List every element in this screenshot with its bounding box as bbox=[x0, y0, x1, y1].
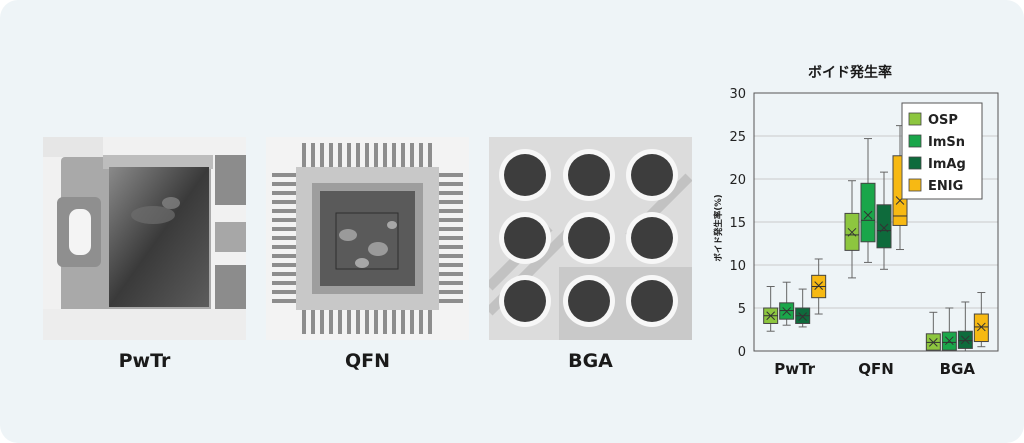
box-OSP-PwTr bbox=[763, 286, 779, 332]
y-tick-labels: 0 5 10 15 20 25 30 bbox=[729, 87, 746, 360]
box-ImAg-BGA bbox=[957, 301, 973, 352]
y-axis-label: ボイド発生率(%) bbox=[713, 194, 724, 261]
x-tick-label: PwTr bbox=[774, 360, 815, 378]
box-ImSn-QFN bbox=[860, 138, 876, 263]
box-ImAg-PwTr bbox=[795, 288, 811, 328]
legend-swatch bbox=[908, 156, 922, 170]
plot-frame bbox=[753, 92, 999, 352]
legend-swatch bbox=[908, 112, 922, 126]
legend-label: ImAg bbox=[928, 157, 966, 172]
box-ENIG-BGA bbox=[973, 292, 989, 348]
box-OSP-QFN bbox=[844, 180, 860, 279]
image-label-bga: BGA bbox=[568, 350, 613, 372]
box-ImAg-QFN bbox=[876, 171, 892, 270]
y-tick-label: 15 bbox=[729, 216, 746, 231]
bga-xray-image bbox=[489, 137, 692, 340]
y-tick-label: 25 bbox=[729, 130, 746, 145]
legend-label: OSP bbox=[928, 113, 958, 128]
void-rate-box-chart: ボイド発生率 ボイド発生率(%) 0 5 10 15 20 25 30 PwTr QFN BGA… bbox=[713, 64, 999, 378]
box-ImSn-PwTr bbox=[779, 281, 795, 326]
box-ImSn-BGA bbox=[941, 307, 957, 352]
y-tick-label: 30 bbox=[729, 87, 746, 102]
image-label-qfn: QFN bbox=[344, 350, 391, 372]
box-OSP-BGA bbox=[925, 311, 941, 352]
qfn-xray-image bbox=[266, 137, 469, 340]
legend-label: ENIG bbox=[928, 179, 963, 194]
x-tick-label: QFN bbox=[858, 360, 894, 378]
box-ENIG-PwTr bbox=[811, 258, 827, 315]
y-tick-label: 10 bbox=[729, 259, 746, 274]
y-tick-label: 5 bbox=[738, 302, 746, 317]
legend-label: ImSn bbox=[928, 135, 965, 150]
legend-swatch bbox=[908, 134, 922, 148]
legend-swatch bbox=[908, 178, 922, 192]
image-label-pwtr: PwTr bbox=[118, 350, 171, 372]
y-tick-label: 20 bbox=[729, 173, 746, 188]
pwtr-xray-image bbox=[43, 137, 246, 340]
box-layer bbox=[763, 125, 989, 352]
x-tick-labels: PwTr QFN BGA bbox=[774, 360, 975, 378]
y-tick-label: 0 bbox=[738, 345, 746, 360]
x-tick-label: BGA bbox=[940, 360, 976, 378]
chart-title: ボイド発生率 bbox=[808, 64, 892, 81]
